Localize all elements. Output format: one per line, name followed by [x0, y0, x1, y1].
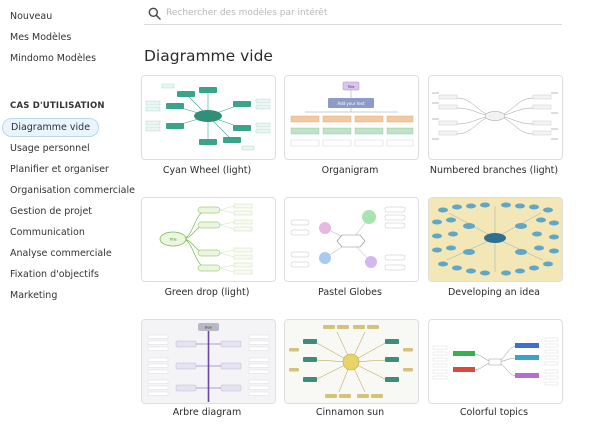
colorful-topics-thumbnail — [432, 337, 559, 386]
template-card-cinnamon-sun[interactable] — [284, 319, 419, 404]
category-gestion-de-projet[interactable]: Gestion de projet — [10, 206, 93, 217]
developing-idea-thumbnail — [429, 198, 562, 281]
cinnamon-sun-thumbnail — [285, 320, 418, 403]
category-marketing[interactable]: Marketing — [10, 290, 58, 301]
template-card-pastel-globes[interactable] — [284, 197, 419, 282]
sidebar: Nouveau Mes Modèles Mindomo Modèles CAS … — [0, 0, 135, 429]
template-card-green-drop[interactable]: Title — [141, 197, 276, 282]
template-card-numbered-branches[interactable] — [428, 75, 563, 160]
green-drop-thumbnail: Title — [159, 203, 253, 275]
category-usage-personnel[interactable]: Usage personnel — [10, 143, 90, 154]
section-label: CAS D'UTILISATION — [10, 101, 105, 111]
template-card-cyan-wheel[interactable] — [141, 75, 276, 160]
numbered-branches-thumbnail — [432, 92, 558, 140]
arbre-diagram-thumbnail: Box — [142, 320, 275, 403]
template-card-arbre-diagram[interactable]: Box — [141, 319, 276, 404]
template-card-colorful-topics[interactable] — [428, 319, 563, 404]
category-communication[interactable]: Communication — [10, 227, 85, 238]
arbre-box-text: Box — [205, 326, 213, 330]
category-organisation-commerciale[interactable]: Organisation commerciale — [10, 185, 135, 196]
category-planifier-et-organiser[interactable]: Planifier et organiser — [10, 164, 109, 175]
organigram-thumbnail: Title Add your text — [290, 81, 414, 147]
template-card-developing-an-idea[interactable] — [428, 197, 563, 282]
template-label-developing-an-idea[interactable]: Developing an idea — [447, 287, 541, 298]
organigram-root-text: Add your text — [337, 101, 365, 106]
organigram-title-text: Title — [347, 85, 355, 89]
nav-mindomo-modeles[interactable]: Mindomo Modèles — [10, 53, 97, 64]
category-diagramme-vide[interactable]: Diagramme vide — [2, 118, 100, 137]
template-label-green-drop[interactable]: Green drop (light) — [164, 287, 250, 298]
category-fixation-objectifs[interactable]: Fixation d'objectifs — [10, 269, 99, 280]
template-label-organigram[interactable]: Organigram — [321, 165, 379, 176]
template-label-colorful-topics[interactable]: Colorful topics — [459, 407, 529, 418]
template-label-cinnamon-sun[interactable]: Cinnamon sun — [315, 407, 385, 418]
template-label-arbre-diagram[interactable]: Arbre diagram — [172, 407, 242, 418]
page-title: Diagramme vide — [144, 47, 273, 65]
search-bar[interactable] — [144, 4, 562, 25]
category-analyse-commerciale[interactable]: Analyse commerciale — [10, 248, 112, 259]
template-card-organigram[interactable]: Title Add your text — [284, 75, 419, 160]
pastel-globes-thumbnail — [290, 206, 406, 271]
search-input[interactable] — [166, 5, 546, 21]
search-icon — [148, 7, 161, 20]
template-label-cyan-wheel[interactable]: Cyan Wheel (light) — [162, 165, 252, 176]
nav-mes-modeles[interactable]: Mes Modèles — [10, 32, 72, 43]
cyan-wheel-thumbnail — [145, 83, 271, 151]
template-label-numbered-branches[interactable]: Numbered branches (light) — [429, 165, 559, 176]
green-drop-title-text: Title — [168, 238, 176, 242]
nav-nouveau[interactable]: Nouveau — [10, 11, 53, 22]
template-label-pastel-globes[interactable]: Pastel Globes — [318, 287, 382, 298]
